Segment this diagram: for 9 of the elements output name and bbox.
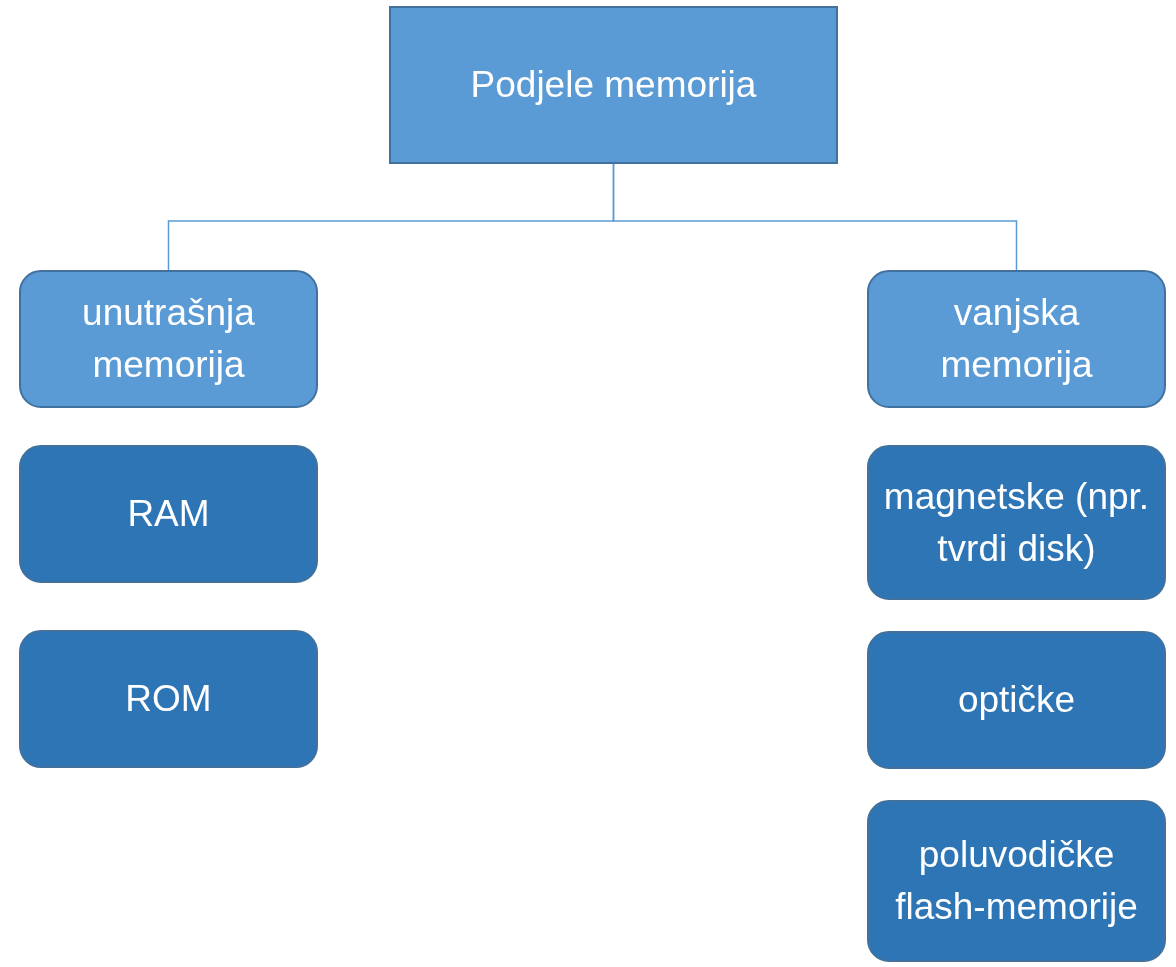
item-box: magnetske (npr. tvrdi disk): [867, 445, 1166, 600]
item-box: optičke: [867, 631, 1166, 769]
item-box: RAM: [19, 445, 318, 583]
connector-line: [612, 163, 1018, 271]
item-box: ROM: [19, 630, 318, 768]
category-box: vanjska memorija: [867, 270, 1166, 408]
category-box: unutrašnja memorija: [19, 270, 318, 408]
item-box: poluvodičke flash-memorije: [867, 800, 1166, 962]
title-box: Podjele memorija: [389, 6, 838, 164]
